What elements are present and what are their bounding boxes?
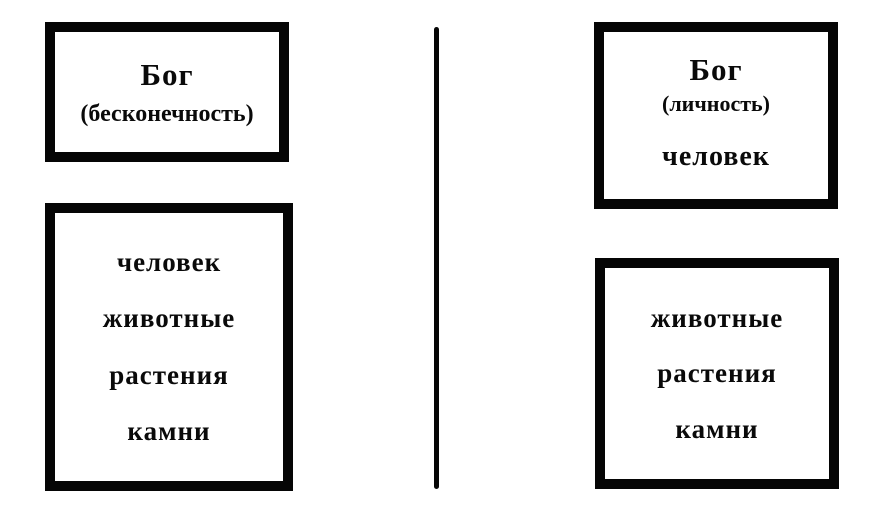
left-god-title: Бог <box>140 56 194 92</box>
creation-item-stones: камни <box>127 416 211 447</box>
creation-item-plants: растения <box>109 359 229 390</box>
creation-item-plants: растения <box>657 358 777 388</box>
creation-item-animals: животные <box>102 303 236 334</box>
creation-item-human: человек <box>116 246 222 277</box>
right-god-qualifier: (личность) <box>662 91 770 116</box>
right-creation-box: животные растения камни <box>595 258 839 489</box>
right-god-title: Бог <box>689 52 743 87</box>
right-god-box: Бог (личность) человек <box>594 22 838 209</box>
right-god-companion-human: человек <box>662 141 770 172</box>
left-god-box: Бог (бесконечность) <box>45 22 289 162</box>
creation-item-stones: камни <box>675 413 759 444</box>
left-god-qualifier: (бесконечность) <box>80 100 254 127</box>
left-creation-box: человек животные растения камни <box>45 203 293 491</box>
vertical-divider-line <box>434 27 439 489</box>
creation-item-animals: животные <box>650 302 784 333</box>
